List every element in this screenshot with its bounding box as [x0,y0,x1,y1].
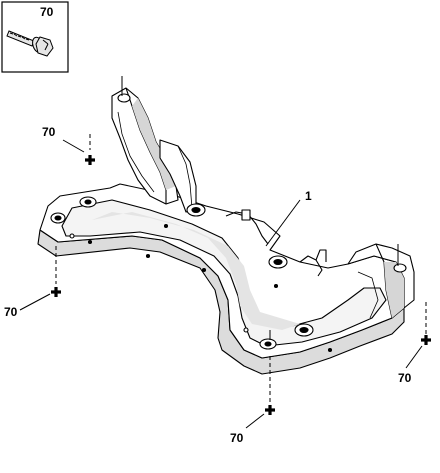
marker-right [421,335,431,345]
marker-bottom [265,405,275,415]
leader-lines [19,139,423,429]
callout-ref-bottom: 70 [230,431,244,445]
callout-labels: 1 70 70 70 70 [4,125,412,445]
inset-ref-label: 70 [40,5,54,19]
flange-bolt-icon [6,30,54,57]
callout-part-1: 1 [305,189,312,203]
fastener-axes [55,76,427,402]
callout-ref-left-front: 70 [4,305,18,319]
tightening-point-plus-icon [51,155,431,415]
front-subframe [37,87,415,375]
callout-ref-right: 70 [398,371,412,385]
subframe-inner-contour [61,199,387,347]
bolt-inset: 70 [1,1,69,73]
callout-ref-left-arm: 70 [42,125,56,139]
marker-left-front [51,287,61,297]
marker-left-arm [85,155,95,165]
